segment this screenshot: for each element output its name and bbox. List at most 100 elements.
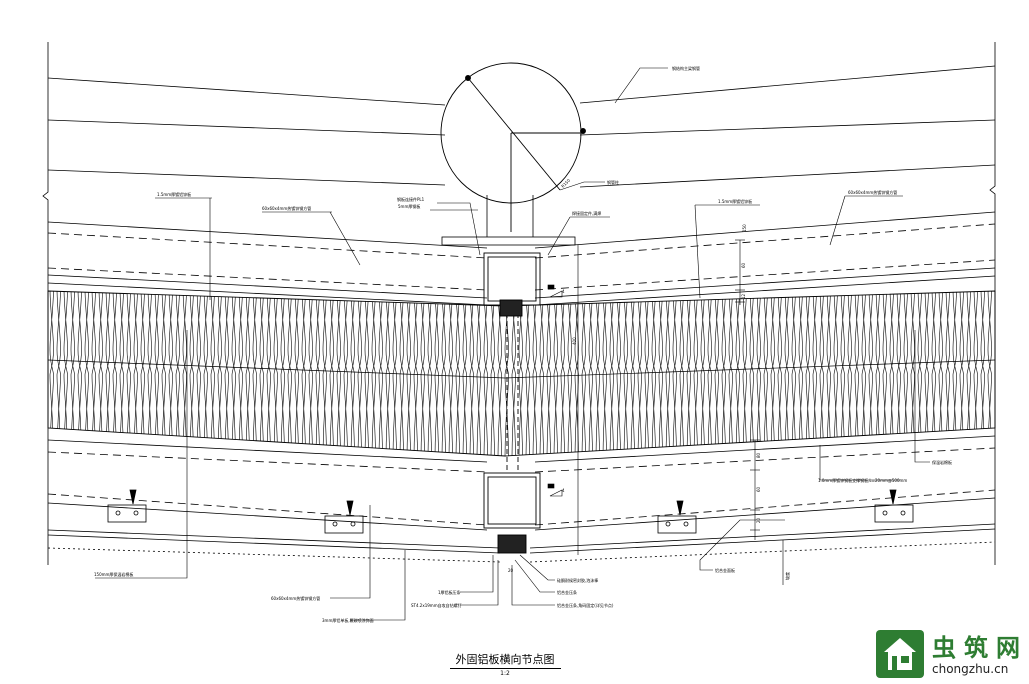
wool-stroke xyxy=(329,291,334,456)
wool-stroke xyxy=(406,291,411,456)
wool-stroke xyxy=(805,291,810,456)
wool-stroke xyxy=(840,291,845,456)
wool-stroke xyxy=(378,291,383,456)
wool-stroke xyxy=(826,291,831,456)
wool-stroke xyxy=(525,291,530,456)
wool-stroke xyxy=(210,291,215,456)
wool-stroke xyxy=(952,291,957,456)
label-slope-a: 4 xyxy=(562,289,565,294)
wool-stroke xyxy=(770,291,775,456)
wool-stroke xyxy=(658,291,663,456)
wool-stroke xyxy=(854,291,859,456)
wool-stroke xyxy=(217,291,222,456)
wool-stroke xyxy=(196,291,201,456)
wool-stroke xyxy=(623,291,628,456)
wool-stroke xyxy=(329,291,334,456)
label-dim-bottom: 20 xyxy=(508,568,514,573)
wool-stroke xyxy=(175,291,180,456)
wool-stroke xyxy=(532,291,537,456)
wool-stroke xyxy=(539,291,544,456)
wool-stroke xyxy=(497,291,502,456)
wool-stroke xyxy=(483,291,488,456)
label-top-right: 钢结构主梁钢管 xyxy=(672,65,700,71)
wool-stroke xyxy=(385,291,390,456)
wool-stroke xyxy=(966,291,971,456)
wool-stroke xyxy=(280,291,285,456)
wool-stroke xyxy=(826,291,831,456)
wool-stroke xyxy=(609,291,614,456)
wool-stroke xyxy=(917,291,922,456)
wool-stroke xyxy=(119,291,124,456)
dimension-chain xyxy=(577,239,784,585)
wool-stroke xyxy=(140,291,145,456)
wool-stroke xyxy=(812,291,817,456)
wool-stroke xyxy=(105,291,110,456)
wool-stroke xyxy=(798,291,803,456)
wool-stroke xyxy=(819,291,824,456)
wool-stroke xyxy=(903,291,908,456)
wool-stroke xyxy=(686,291,691,456)
steel-tube xyxy=(440,62,586,232)
wool-stroke xyxy=(889,291,894,456)
wool-stroke xyxy=(644,291,649,456)
wool-stroke xyxy=(735,291,740,456)
label-right-purlin: 60x60x4mm热镀锌钢方管 xyxy=(848,189,897,195)
wool-stroke xyxy=(308,291,313,456)
label-dim-150: 150 xyxy=(742,224,747,232)
wool-stroke xyxy=(322,291,327,456)
wool-stroke xyxy=(490,291,495,456)
wool-stroke xyxy=(434,291,439,456)
wool-stroke xyxy=(791,291,796,456)
wool-stroke xyxy=(217,291,222,456)
wool-stroke xyxy=(245,291,250,456)
wool-stroke xyxy=(553,291,558,456)
wool-stroke xyxy=(161,291,166,456)
wool-stroke xyxy=(427,291,432,456)
wool-stroke xyxy=(616,291,621,456)
wool-stroke xyxy=(371,291,376,456)
wool-stroke xyxy=(126,291,131,456)
wool-stroke xyxy=(189,291,194,456)
wool-stroke xyxy=(581,291,586,456)
watermark-url: chongzhu.cn xyxy=(932,662,1009,676)
wool-stroke xyxy=(154,291,159,456)
wool-stroke xyxy=(595,291,600,456)
wool-stroke xyxy=(840,291,845,456)
wool-stroke xyxy=(133,291,138,456)
wool-stroke xyxy=(833,291,838,456)
wool-stroke xyxy=(231,291,236,456)
wool-stroke xyxy=(966,291,971,456)
wool-stroke xyxy=(602,291,607,456)
wool-stroke xyxy=(147,291,152,456)
wool-stroke xyxy=(805,291,810,456)
wool-stroke xyxy=(98,291,103,456)
wool-stroke xyxy=(406,291,411,456)
leader-lines xyxy=(95,67,930,621)
wool-stroke xyxy=(714,291,719,456)
wool-stroke xyxy=(203,291,208,456)
wool-stroke xyxy=(245,291,250,456)
wool-stroke xyxy=(322,291,327,456)
wool-stroke xyxy=(448,291,453,456)
wool-stroke xyxy=(238,291,243,456)
wool-stroke xyxy=(462,291,467,456)
label-steel-plate: 钢板连接件PL1 xyxy=(397,196,425,202)
wool-stroke xyxy=(700,291,705,456)
label-connector: 5mm厚钢板 xyxy=(398,203,420,209)
label-bottom-purlin: 60x60x4mm热镀锌钢方管 xyxy=(271,595,320,601)
wool-stroke xyxy=(728,291,733,456)
wool-stroke xyxy=(336,291,341,456)
slope-markers xyxy=(547,284,563,497)
wool-stroke xyxy=(112,291,117,456)
wool-stroke xyxy=(714,291,719,456)
wool-stroke xyxy=(560,291,565,456)
wool-stroke xyxy=(413,291,418,456)
wool-stroke xyxy=(574,291,579,456)
wool-stroke xyxy=(721,291,726,456)
wool-stroke xyxy=(861,291,866,456)
wool-stroke xyxy=(700,291,705,456)
wool-stroke xyxy=(959,291,964,456)
wool-stroke xyxy=(91,291,96,456)
watermark-logo: 虫筑网 chongzhu.cn xyxy=(874,628,1026,682)
wool-stroke xyxy=(938,291,943,456)
